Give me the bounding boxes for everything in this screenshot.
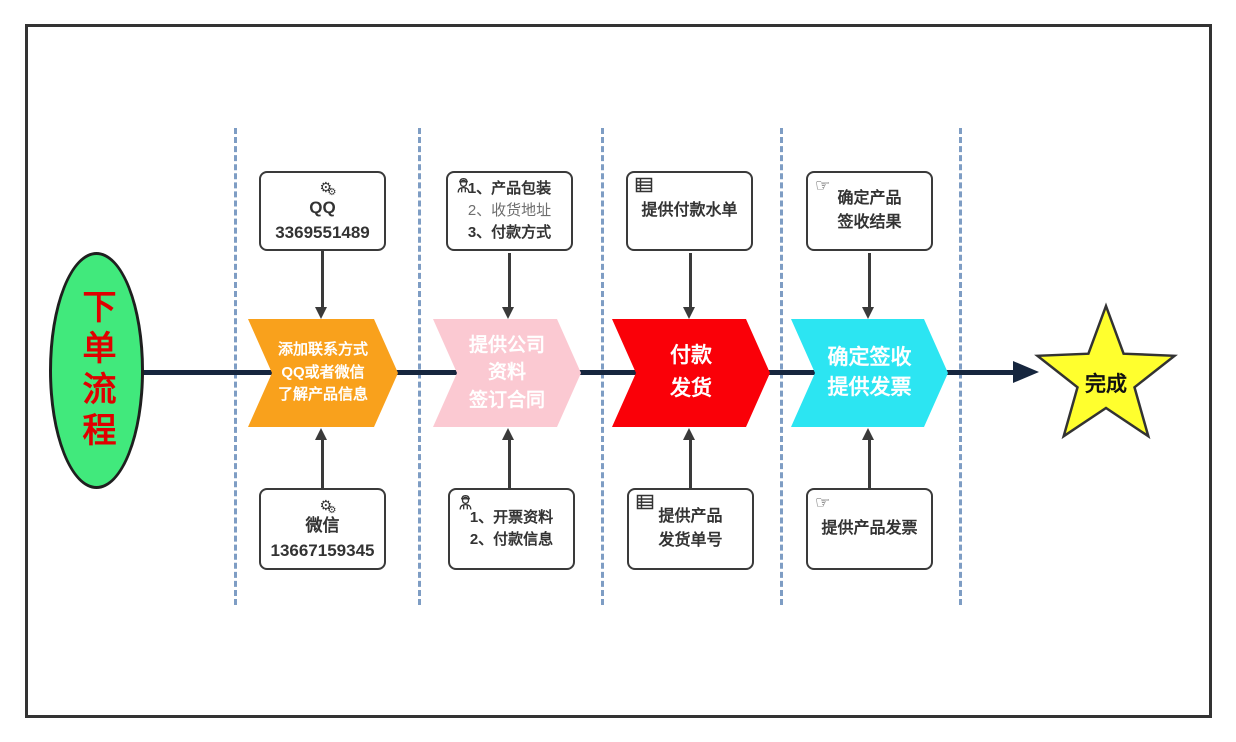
lane-divider [780,128,783,605]
finish-star: 完成 [1026,298,1186,458]
stage-add-contact: 添加联系方式 QQ或者微信 了解产品信息 [248,319,398,427]
connector-arrow-down [867,253,871,308]
info-box-product-invoice: ☞ 提供产品发票 [806,488,933,570]
lane-divider [959,128,962,605]
connector-arrow-up [507,439,511,488]
flow-arrowhead-icon [1013,361,1039,383]
table-icon [636,494,654,514]
worker-icon [457,494,474,515]
arrowhead-up-icon [315,428,327,440]
info-box-shipping-number: 提供产品 发货单号 [627,488,754,570]
info-box-text: 提供付款水单 [641,202,738,219]
info-box-packaging: 1、产品包装 2、收货地址 3、付款方式 [446,171,573,251]
worker-icon [455,177,472,198]
info-box-text: 提供产品发票 [821,520,918,537]
arrowhead-down-icon [683,307,695,319]
connector-arrow-down [688,253,692,308]
info-box-wechat: ⚙⚙ 微信 13667159345 [259,488,386,570]
stage-payment-shipping: 付款 发货 [612,319,770,427]
info-box-payment-slip: 提供付款水单 [626,171,753,251]
start-node-label: 下单流程 [77,288,115,453]
info-box-sign-result: ☞ 确定产品 签收结果 [806,171,933,251]
connector-arrow-up [867,439,871,488]
connector-arrow-down [507,253,511,308]
connector-arrow-down [320,251,324,308]
lane-divider [418,128,421,605]
connector-arrow-up [320,439,324,488]
arrowhead-down-icon [315,307,327,319]
info-box-text: 微信 13667159345 [270,516,375,560]
info-box-text: 提供产品 发货单号 [658,508,723,549]
info-box-invoice-info: 1、开票资料 2、付款信息 [448,488,575,570]
hand-icon: ☞ [815,493,831,512]
stage-provide-company-info: 提供公司 资料 签订合同 [433,319,581,427]
hand-icon: ☞ [815,176,831,195]
info-box-qq: ⚙⚙ QQ 3369551489 [259,171,386,251]
connector-arrow-up [688,439,692,488]
info-box-text: 确定产品 签收结果 [837,190,902,231]
star-shape [1034,302,1178,440]
box-line: 2、收货地址 [467,202,552,220]
stage-confirm-receipt: 确定签收 提供发票 [791,319,948,427]
box-line: 1、开票资料 [469,509,554,527]
arrowhead-up-icon [683,428,695,440]
arrowhead-up-icon [862,428,874,440]
arrowhead-up-icon [502,428,514,440]
table-icon [635,177,653,197]
box-line: 2、付款信息 [469,531,554,548]
lane-divider [601,128,604,605]
start-node: 下单流程 [49,252,144,489]
info-box-text: QQ 3369551489 [275,198,370,242]
finish-label: 完成 [1085,373,1127,396]
arrowhead-down-icon [862,307,874,319]
box-line: 3、付款方式 [467,223,552,241]
lane-divider [234,128,237,605]
gears-icon: ⚙⚙ [319,497,337,517]
box-line: 1、产品包装 [467,180,552,198]
gears-icon: ⚙⚙ [319,179,337,199]
arrowhead-down-icon [502,307,514,319]
